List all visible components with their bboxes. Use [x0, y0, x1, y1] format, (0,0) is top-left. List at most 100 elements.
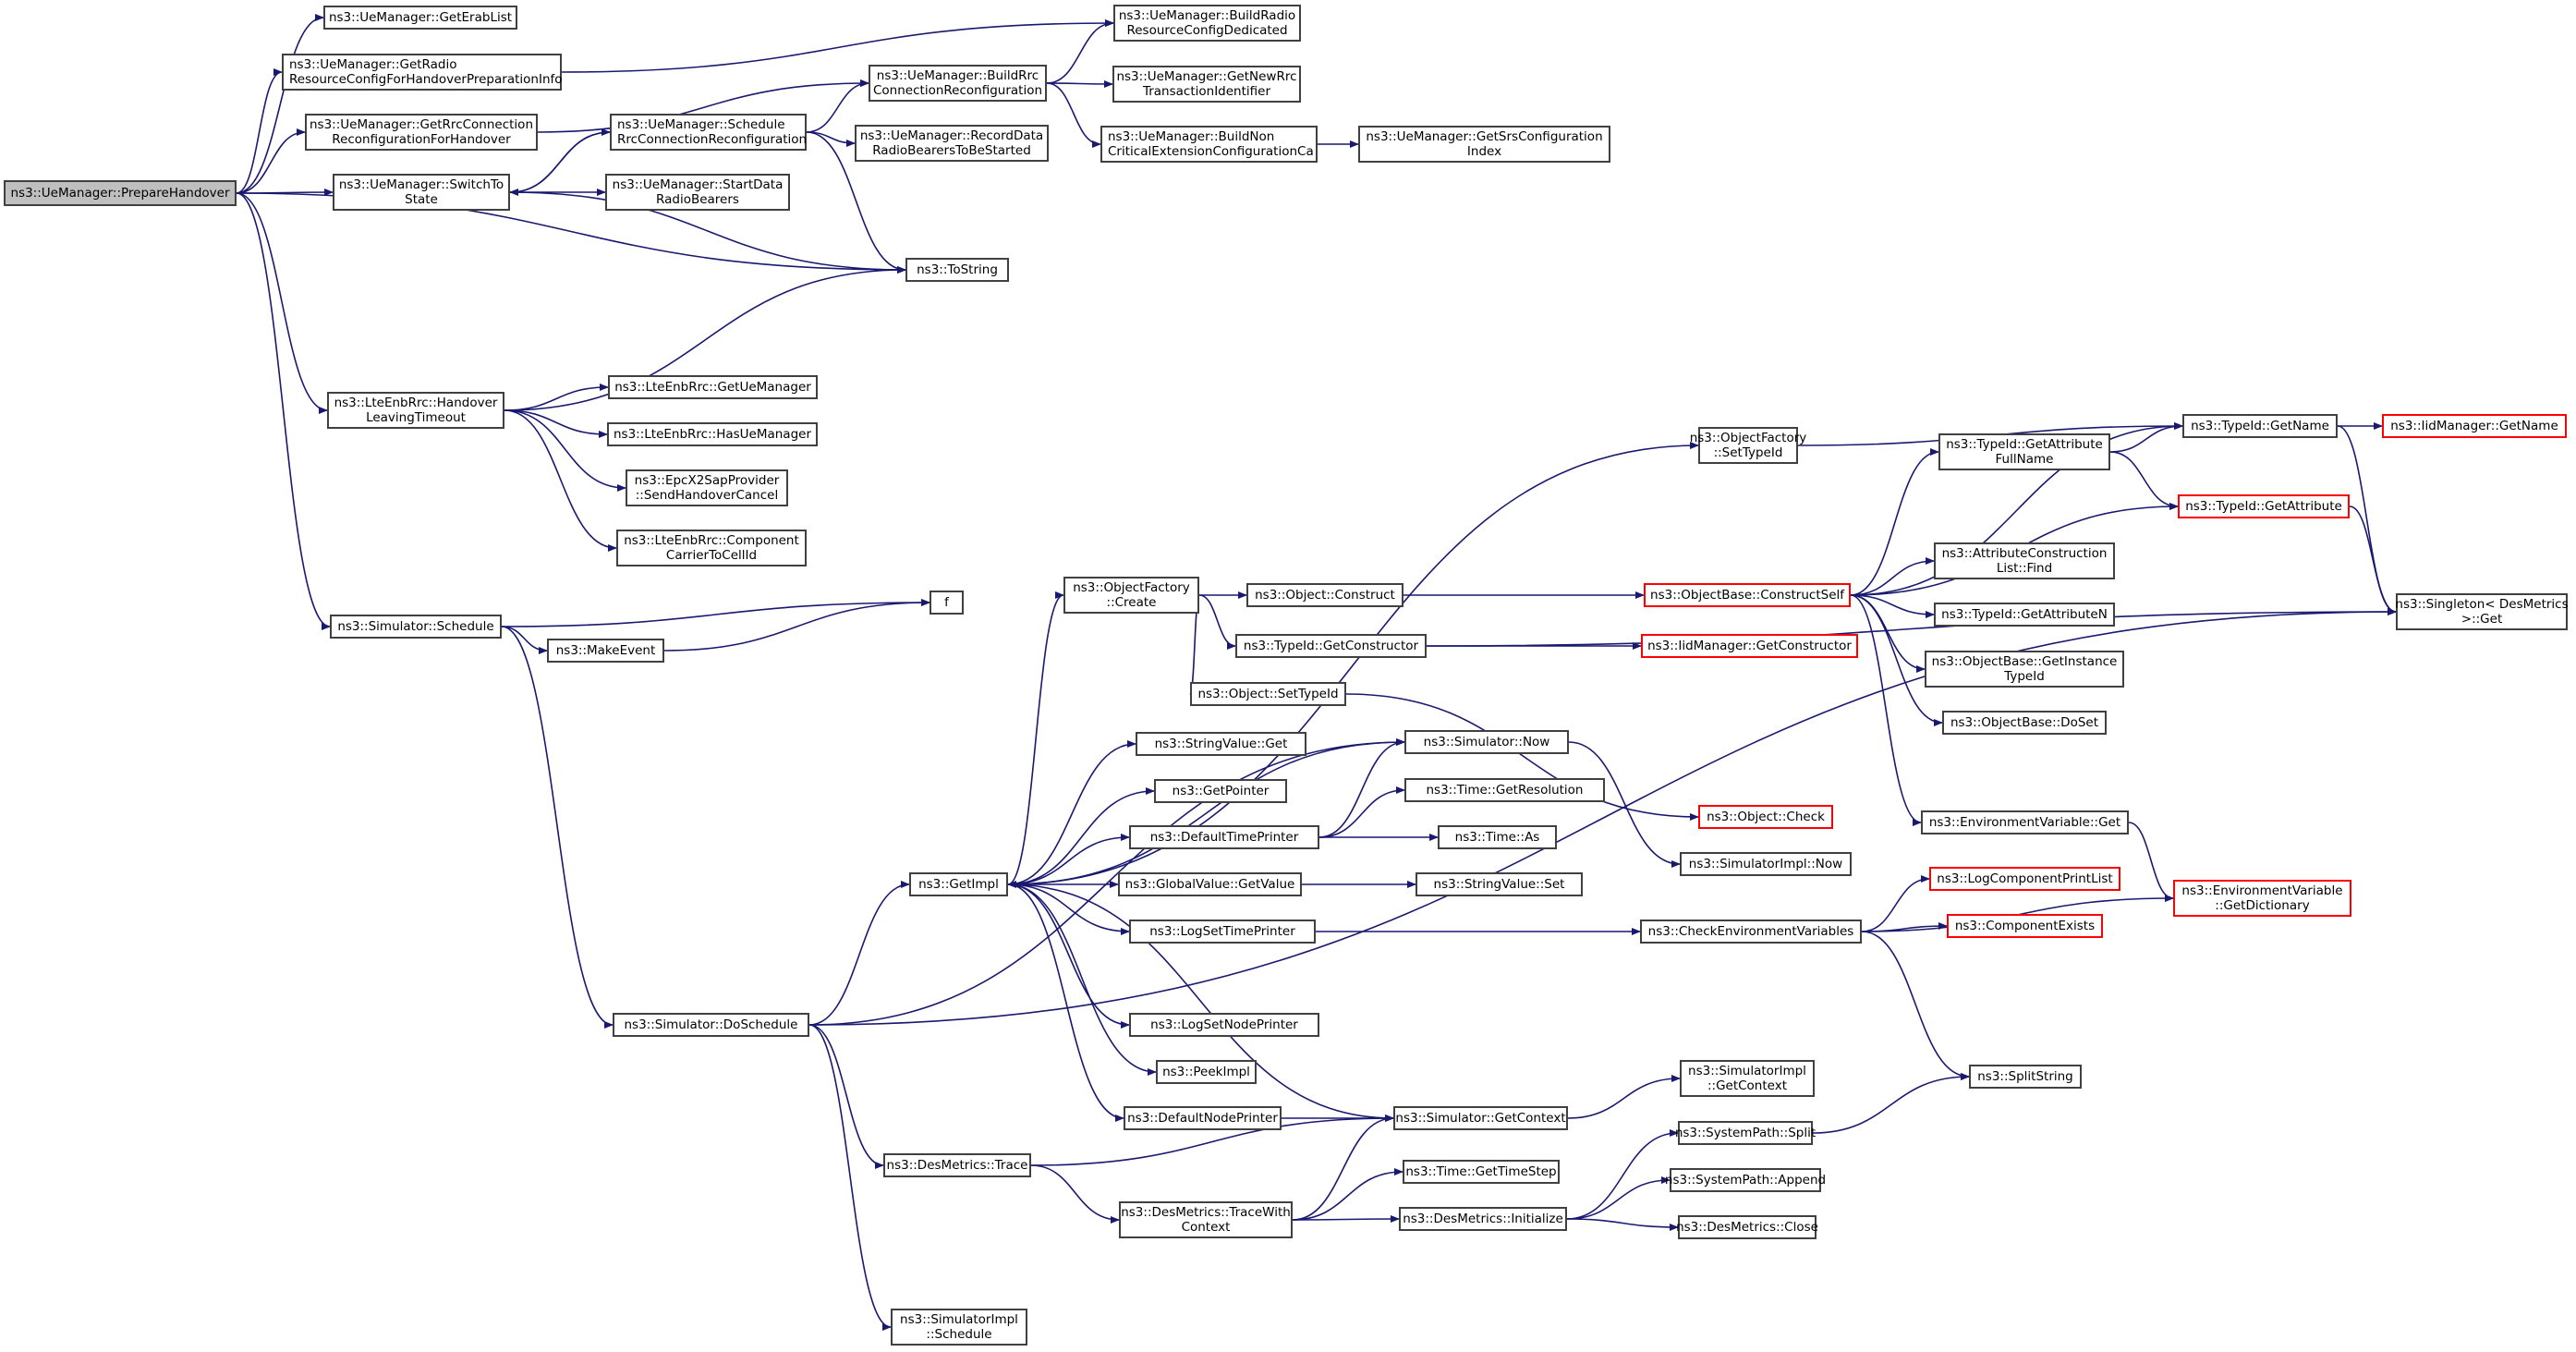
node-singleton-des-metrics-get[interactable]: ns3::Singleton< DesMetrics >::Get [2395, 593, 2569, 630]
node-type-id-get-name[interactable]: ns3::TypeId::GetName [2182, 414, 2338, 438]
node-get-pointer[interactable]: ns3::GetPointer [1154, 779, 1287, 803]
node-get-erab-list[interactable]: ns3::UeManager::GetErabList [323, 6, 517, 30]
edge-sched-to-tostring [806, 131, 906, 274]
node-prepare-handover[interactable]: ns3::UeManager::PrepareHandover [4, 180, 237, 206]
node-type-id-get-attribute[interactable]: ns3::TypeId::GetAttribute [2178, 494, 2350, 518]
edge-prep-to-simsched [236, 192, 331, 630]
node-default-time-printer[interactable]: ns3::DefaultTimePrinter [1129, 825, 1319, 849]
node-send-handover-cancel[interactable]: ns3::EpcX2SapProvider ::SendHandoverCanc… [626, 469, 788, 506]
edge-prep-to-leaving [236, 192, 328, 414]
node-string-value-get[interactable]: ns3::StringValue::Get [1136, 732, 1306, 756]
node-get-rrc-connection-reconfig-ho[interactable]: ns3::UeManager::GetRrcConnection Reconfi… [305, 114, 538, 151]
edge-getimpl-to-getpointer [1007, 787, 1155, 885]
node-object-base-do-set[interactable]: ns3::ObjectBase::DoSet [1942, 711, 2107, 735]
node-simulator-get-context[interactable]: ns3::Simulator::GetContext [1393, 1106, 1568, 1130]
node-f[interactable]: f [930, 591, 964, 615]
edge-buildrrc-to-buildnon [1046, 82, 1101, 148]
node-iid-manager-get-constructor[interactable]: ns3::IidManager::GetConstructor [1641, 634, 1858, 658]
node-get-attribute-full-name[interactable]: ns3::TypeId::GetAttribute FullName [1938, 433, 2110, 470]
edge-dosched-to-dmtrace [808, 1024, 884, 1169]
edge-leaving-to-hasue [504, 409, 608, 438]
edge-getimpl-to-logtime [1007, 883, 1130, 935]
node-simulator-impl-get-context[interactable]: ns3::SimulatorImpl ::GetContext [1680, 1060, 1815, 1097]
edge-simsched-to-f [501, 599, 930, 627]
node-string-value-set[interactable]: ns3::StringValue::Set [1416, 872, 1583, 896]
node-build-rrc-connection-reconfig[interactable]: ns3::UeManager::BuildRrc ConnectionRecon… [869, 65, 1047, 102]
node-object-factory-set-type-id[interactable]: ns3::ObjectFactory ::SetTypeId [1690, 427, 1806, 464]
node-log-set-time-printer[interactable]: ns3::LogSetTimePrinter [1129, 920, 1316, 944]
edge-deftime-to-simnow [1318, 738, 1405, 838]
edge-prep-to-rrcho [236, 128, 306, 194]
edge-checkenv-to-logprint [1861, 875, 1930, 932]
edge-rrcho-to-buildrrc [537, 79, 869, 133]
node-get-instance-type-id[interactable]: ns3::ObjectBase::GetInstance TypeId [1925, 651, 2124, 688]
node-global-value-get-value[interactable]: ns3::GlobalValue::GetValue [1118, 872, 1302, 896]
edge-ofcreate-to-getctor [1198, 594, 1236, 650]
node-log-component-print-list[interactable]: ns3::LogComponentPrintList [1929, 867, 2120, 891]
node-log-set-node-printer[interactable]: ns3::LogSetNodePrinter [1129, 1013, 1319, 1037]
node-schedule-rrc-reconfig[interactable]: ns3::UeManager::Schedule RrcConnectionRe… [610, 114, 807, 151]
node-object-base-construct-self[interactable]: ns3::ObjectBase::ConstructSelf [1644, 583, 1851, 607]
node-time-get-time-step[interactable]: ns3::Time::GetTimeStep [1403, 1160, 1560, 1184]
node-simulator-now[interactable]: ns3::Simulator::Now [1404, 730, 1569, 754]
edge-dminit-to-spappend [1566, 1176, 1671, 1220]
node-get-srs-configuration-index[interactable]: ns3::UeManager::GetSrsConfiguration Inde… [1358, 126, 1610, 163]
node-component-exists[interactable]: ns3::ComponentExists [1947, 914, 2103, 938]
node-has-ue-manager[interactable]: ns3::LteEnbRrc::HasUeManager [607, 422, 818, 446]
node-type-id-get-constructor[interactable]: ns3::TypeId::GetConstructor [1235, 634, 1427, 658]
edge-simsched-to-makeevent [501, 626, 548, 654]
edge-constructself-to-attrfull [1850, 448, 1939, 596]
node-system-path-append[interactable]: ns3::SystemPath::Append [1665, 1168, 1826, 1192]
node-iid-manager-get-name[interactable]: ns3::IidManager::GetName [2382, 414, 2567, 438]
node-time-as[interactable]: ns3::Time::As [1438, 825, 1557, 849]
edge-radiocfg-to-buildradio [561, 19, 1114, 73]
node-time-get-resolution[interactable]: ns3::Time::GetResolution [1404, 778, 1605, 802]
node-attribute-construction-list-find[interactable]: ns3::AttributeConstruction List::Find [1934, 542, 2115, 579]
node-object-set-type-id[interactable]: ns3::Object::SetTypeId [1190, 682, 1346, 706]
node-record-data-radio-bearers[interactable]: ns3::UeManager::RecordData RadioBearersT… [855, 125, 1049, 162]
node-component-carrier-to-cell-id[interactable]: ns3::LteEnbRrc::Component CarrierToCellI… [616, 530, 807, 566]
node-peek-impl[interactable]: ns3::PeekImpl [1156, 1060, 1257, 1084]
edge-attrfull-to-tidgetattr [2109, 451, 2179, 510]
node-object-construct[interactable]: ns3::Object::Construct [1246, 583, 1403, 607]
node-get-new-rrc-transaction-id[interactable]: ns3::UeManager::GetNewRrc TransactionIde… [1112, 66, 1301, 103]
node-object-factory-create[interactable]: ns3::ObjectFactory ::Create [1063, 577, 1199, 614]
edge-constructself-to-acfind [1850, 557, 1935, 596]
edge-dmtrace-to-tracewith [1030, 1164, 1120, 1224]
edge-simsched-to-dosched [501, 626, 614, 1029]
node-environment-variable-get-dictionary[interactable]: ns3::EnvironmentVariable ::GetDictionary [2173, 880, 2351, 917]
node-get-radio-resource-config[interactable]: ns3::UeManager::GetRadio ResourceConfigF… [282, 54, 563, 91]
node-to-string[interactable]: ns3::ToString [905, 258, 1009, 282]
node-des-metrics-trace-with-context[interactable]: ns3::DesMetrics::TraceWith Context [1119, 1201, 1293, 1238]
node-des-metrics-trace[interactable]: ns3::DesMetrics::Trace [883, 1153, 1031, 1177]
node-build-radio-resource-config[interactable]: ns3::UeManager::BuildRadio ResourceConfi… [1113, 5, 1301, 42]
node-default-node-printer[interactable]: ns3::DefaultNodePrinter [1124, 1106, 1282, 1130]
node-get-impl[interactable]: ns3::GetImpl [909, 872, 1008, 896]
node-simulator-impl-now[interactable]: ns3::SimulatorImpl::Now [1680, 852, 1852, 876]
node-des-metrics-close[interactable]: ns3::DesMetrics::Close [1676, 1215, 1818, 1239]
node-simulator-do-schedule[interactable]: ns3::Simulator::DoSchedule [613, 1013, 809, 1037]
edge-getimpl-to-deftime [1007, 834, 1130, 885]
node-des-metrics-initialize[interactable]: ns3::DesMetrics::Initialize [1399, 1207, 1567, 1231]
node-switch-to-state[interactable]: ns3::UeManager::SwitchTo State [333, 174, 510, 211]
edge-sched-to-switch [509, 131, 611, 196]
node-simulator-impl-schedule[interactable]: ns3::SimulatorImpl ::Schedule [891, 1309, 1027, 1346]
node-start-data-radio-bearers[interactable]: ns3::UeManager::StartData RadioBearers [605, 174, 790, 211]
node-split-string[interactable]: ns3::SplitString [1969, 1065, 2082, 1089]
node-handover-leaving-timeout[interactable]: ns3::LteEnbRrc::Handover LeavingTimeout [327, 392, 504, 429]
edge-constructself-to-doset [1850, 594, 1943, 726]
node-simulator-schedule[interactable]: ns3::Simulator::Schedule [330, 615, 502, 639]
edge-getcontext-to-getimpl [1007, 881, 1394, 1119]
node-system-path-split[interactable]: ns3::SystemPath::Split [1675, 1121, 1816, 1145]
node-object-check[interactable]: ns3::Object::Check [1698, 805, 1833, 829]
node-environment-variable-get[interactable]: ns3::EnvironmentVariable::Get [1921, 810, 2129, 834]
edge-dminit-to-spsplit [1566, 1129, 1679, 1220]
node-check-environment-variables[interactable]: ns3::CheckEnvironmentVariables [1640, 920, 1862, 944]
node-make-event[interactable]: ns3::MakeEvent [547, 639, 664, 663]
edge-buildrrc-to-buildradio [1046, 19, 1114, 84]
node-build-non-critical-extension[interactable]: ns3::UeManager::BuildNon CriticalExtensi… [1100, 126, 1318, 163]
node-get-ue-manager[interactable]: ns3::LteEnbRrc::GetUeManager [608, 375, 818, 399]
node-type-id-get-attribute-n[interactable]: ns3::TypeId::GetAttributeN [1934, 603, 2115, 627]
edge-getimpl-to-simnow [1007, 738, 1405, 885]
